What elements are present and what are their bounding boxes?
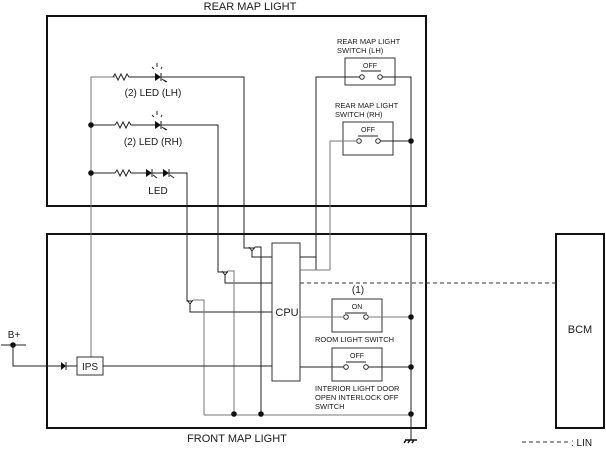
led-rh-label: (2) LED (RH)	[124, 137, 182, 148]
resistor-icon	[114, 168, 146, 178]
led-icon	[146, 169, 192, 302]
transistor-icon	[221, 270, 272, 415]
b-plus-label: B+	[8, 330, 21, 341]
switch-lh-title-2: SWITCH (LH)	[337, 46, 384, 55]
interior-light-door-interlock-switch[interactable]	[331, 347, 383, 382]
junction-dot	[408, 314, 414, 320]
interlock-switch-title-1: INTERIOR LIGHT DOOR	[315, 384, 400, 393]
junction-dot	[231, 411, 237, 417]
junction-dot	[88, 122, 94, 128]
bcm-label: BCM	[568, 324, 592, 336]
front-map-light-box	[46, 233, 427, 429]
junction-dot	[408, 138, 414, 144]
room-switch-callout: (1)	[352, 285, 364, 296]
legend-lin-label: : LIN	[571, 438, 592, 449]
cpu-chip	[271, 242, 301, 382]
resistor-icon	[112, 72, 155, 82]
rear-map-light-box	[46, 15, 427, 207]
led-label: LED	[148, 186, 167, 197]
junction-dot	[258, 411, 264, 417]
wire	[12, 345, 61, 367]
junction-dot	[408, 364, 414, 370]
switch-rh-state: OFF	[361, 127, 375, 134]
wire	[329, 140, 357, 270]
switch-lh-title-1: REAR MAP LIGHT	[337, 37, 401, 46]
front-map-light-title: FRONT MAP LIGHT	[187, 433, 287, 445]
room-switch-title: ROOM LIGHT SWITCH	[315, 335, 394, 344]
interlock-switch-state: OFF	[350, 353, 364, 360]
junction-dot	[88, 170, 94, 176]
junction-dot	[408, 411, 414, 417]
cpu-label: CPU	[275, 307, 298, 319]
transistor-icon	[248, 246, 272, 415]
switch-rh-title-1: REAR MAP LIGHT	[335, 101, 399, 110]
rear-map-light-title: REAR MAP LIGHT	[204, 1, 297, 13]
bcm-box	[555, 233, 605, 429]
ground-icon	[403, 415, 417, 444]
room-light-switch[interactable]	[331, 298, 383, 333]
led-supply-bus	[90, 76, 115, 364]
diode-icon	[61, 362, 77, 370]
switch-rh-title-2: SWITCH (RH)	[335, 110, 383, 119]
interlock-switch-title-2: OPEN INTERLOCK OFF	[315, 393, 399, 402]
rear-map-light-switch-lh[interactable]	[344, 57, 396, 86]
switch-lh-state: OFF	[363, 63, 377, 70]
transistor-icon	[186, 299, 272, 415]
interlock-switch-title-3: SWITCH	[315, 402, 345, 411]
led-lh-label: (2) LED (LH)	[125, 88, 182, 99]
ips-label: IPS	[82, 362, 98, 373]
rear-map-light-switch-rh[interactable]	[342, 121, 394, 156]
resistor-icon	[114, 120, 155, 130]
wire	[315, 76, 360, 270]
room-switch-state: ON	[352, 304, 363, 311]
ground-return-wire	[382, 76, 412, 422]
